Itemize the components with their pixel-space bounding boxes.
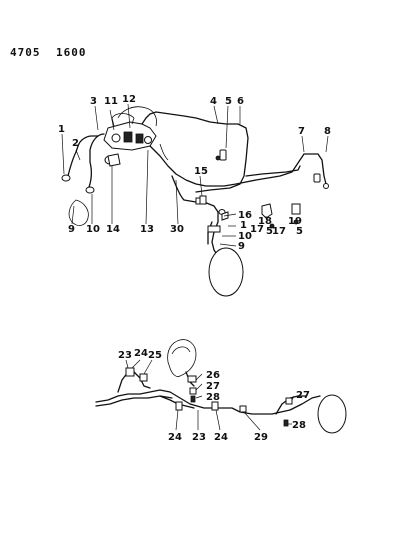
callout-23: 23 [118,350,132,361]
callout-1b: 1 [240,220,247,231]
rear-main-pipe [95,389,321,415]
bracket-18 [261,203,273,219]
callout-23b: 23 [192,432,206,443]
callout-10b: 10 [238,231,252,242]
bolt-28b [283,419,289,427]
part-27b [285,397,293,405]
front-right-fitting [207,225,221,233]
front-left-pipe [87,133,105,191]
bolt-28a [190,395,196,403]
callout-27b: 27 [296,390,310,401]
callout-7: 7 [298,126,305,137]
callout-19: 19 [288,216,302,227]
front-left-bracket [61,174,71,182]
pipe-clip-6 [219,149,227,161]
bolt-5a [215,155,221,161]
callout-29: 29 [254,432,268,443]
callout-24: 24 [134,348,148,359]
callout-25: 25 [148,350,162,361]
joint-29 [239,405,247,413]
rear-pipe [245,165,301,177]
brake-booster [117,106,157,127]
callout-3: 3 [90,96,97,107]
rear-tank [167,339,197,377]
callout-13: 13 [140,224,154,235]
pipe-clip-7 [313,173,321,183]
part-14 [107,153,121,167]
upper-brake-line-assembly [61,106,329,297]
front-left-strut [68,199,89,226]
clip-24b [175,401,183,411]
callout-1: 1 [58,124,65,135]
clip-24c [211,401,219,411]
front-left-clip [85,186,95,194]
callout-5b: 5 [266,226,273,237]
callout-9: 9 [68,224,75,235]
callout-4: 4 [210,96,217,107]
main-pipe-upper [141,111,249,193]
coupling-24 [125,367,135,377]
bolt-5b [269,223,275,229]
callout-5: 5 [225,96,232,107]
callout-16: 16 [238,210,252,221]
callout-2: 2 [72,138,79,149]
callout-17b: 17 [272,226,286,237]
callout-8: 8 [324,126,331,137]
callout-12: 12 [122,94,136,105]
part-15 [199,195,207,205]
coupling-25 [139,373,148,382]
part-27a [189,387,197,395]
callout-24c: 24 [214,432,228,443]
upper-callouts: 1 2 3 11 12 4 5 6 7 8 9 10 14 13 30 15 1… [58,94,331,252]
callout-24b: 24 [168,432,182,443]
center-hose [171,175,197,203]
callout-15: 15 [194,166,208,177]
callout-6: 6 [237,96,244,107]
callout-26: 26 [206,370,220,381]
callout-27: 27 [206,381,220,392]
header-code-left: 4705 [10,46,41,59]
front-right-disc [208,247,244,297]
callout-11: 11 [104,96,118,107]
lower-leader-lines [125,359,295,431]
bolt-5c [293,219,299,225]
callout-30: 30 [170,224,184,235]
callout-28: 28 [206,392,220,403]
callout-18: 18 [258,216,272,227]
upper-leader-lines [61,103,329,247]
lower-callouts: 23 24 25 26 27 28 27 28 24 23 24 29 [118,348,310,443]
front-left-hose [67,135,99,177]
front-right-hose [211,211,219,257]
header-code-right: 1600 [56,46,87,59]
rear-right-drum [317,394,347,434]
pipe-end-8 [323,183,329,189]
part-26 [187,375,197,383]
callout-28b: 28 [292,420,306,431]
callout-5c: 5 [296,226,303,237]
callout-17: 17 [250,224,264,235]
main-pipe-lower [149,145,327,187]
callout-9b: 9 [238,241,245,252]
callout-14: 14 [106,224,120,235]
callout-10: 10 [86,224,100,235]
lower-brake-line-assembly [95,339,347,434]
bracket-19 [291,203,301,215]
